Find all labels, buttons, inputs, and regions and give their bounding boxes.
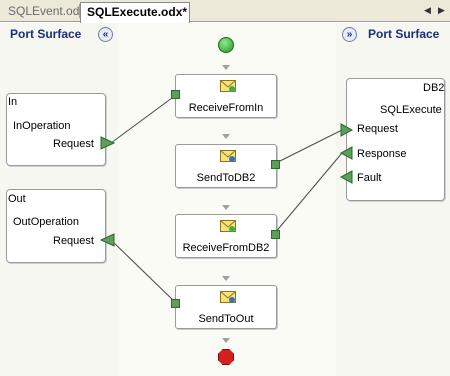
binding-line-in-receive <box>110 94 177 144</box>
receive-envelope-icon <box>220 80 236 92</box>
port-in-name: In <box>8 96 18 108</box>
port-out-request: Request <box>53 235 94 247</box>
port-db2-fault-handle <box>339 170 353 184</box>
binding-line-receive-db2 <box>273 152 343 235</box>
port-db2-response-handle <box>339 146 353 160</box>
shape-label: ReceiveFromDB2 <box>182 242 270 254</box>
left-port-surface-title: Port Surface <box>10 27 82 41</box>
port-db2-request-handle <box>340 123 354 137</box>
tab-scroll-left-icon[interactable]: ◀ <box>424 5 431 15</box>
shape-receive-from-in[interactable]: ReceiveFromIn <box>175 74 277 118</box>
port-out-operation: OutOperation <box>13 216 80 228</box>
shape-label: ReceiveFromIn <box>188 102 264 114</box>
binding-line-send-db2 <box>273 129 343 165</box>
shape-label: SendToDB2 <box>196 172 256 184</box>
send-envelope-icon <box>220 291 236 303</box>
tab-sqlevent[interactable]: SQLEvent.odx <box>8 4 86 18</box>
right-port-surface-title: Port Surface <box>368 27 440 41</box>
document-tab-bar: SQLEvent.odx SQLExecute.odx* ◀ ▶ <box>0 0 450 23</box>
port-db2-fault: Fault <box>357 172 382 184</box>
port-db2-response: Response <box>357 148 407 160</box>
port-out-request-handle <box>99 233 115 247</box>
tab-scroll-right-icon[interactable]: ▶ <box>438 5 445 15</box>
end-shape-icon[interactable] <box>218 349 234 365</box>
port-db2-operation: SQLExecute <box>380 104 442 116</box>
port-in-operation: InOperation <box>13 120 71 132</box>
shape-receive-from-db2[interactable]: ReceiveFromDB2 <box>175 214 277 258</box>
shape-send-to-db2[interactable]: SendToDB2 <box>175 144 277 188</box>
tab-sqlexecute[interactable]: SQLExecute.odx* <box>80 2 190 23</box>
shape-connector-icon[interactable] <box>271 230 280 239</box>
port-out[interactable] <box>6 189 106 263</box>
port-out-name: Out <box>8 193 26 205</box>
flow-arrow-icon <box>222 134 230 139</box>
flow-arrow-icon <box>222 276 230 281</box>
collapse-left-icon[interactable]: « <box>98 27 113 42</box>
shape-label: SendToOut <box>198 313 254 325</box>
receive-envelope-icon <box>220 220 236 232</box>
send-envelope-icon <box>220 150 236 162</box>
port-in-request-handle <box>100 136 116 150</box>
binding-line-send-out <box>110 239 177 304</box>
shape-connector-icon[interactable] <box>271 160 280 169</box>
port-in[interactable] <box>6 93 106 166</box>
flow-arrow-icon <box>222 338 230 343</box>
shape-connector-icon[interactable] <box>171 299 180 308</box>
shape-connector-icon[interactable] <box>171 90 180 99</box>
port-db2-name: DB2 <box>423 82 445 94</box>
port-in-request: Request <box>53 138 94 150</box>
collapse-right-icon[interactable]: » <box>342 27 357 42</box>
tab-separator <box>79 4 80 18</box>
port-db2[interactable] <box>346 78 445 201</box>
flow-arrow-icon <box>222 205 230 210</box>
flow-arrow-icon <box>222 65 230 70</box>
start-shape-icon[interactable] <box>218 37 234 53</box>
shape-send-to-out[interactable]: SendToOut <box>175 285 277 329</box>
port-db2-request: Request <box>357 123 398 135</box>
